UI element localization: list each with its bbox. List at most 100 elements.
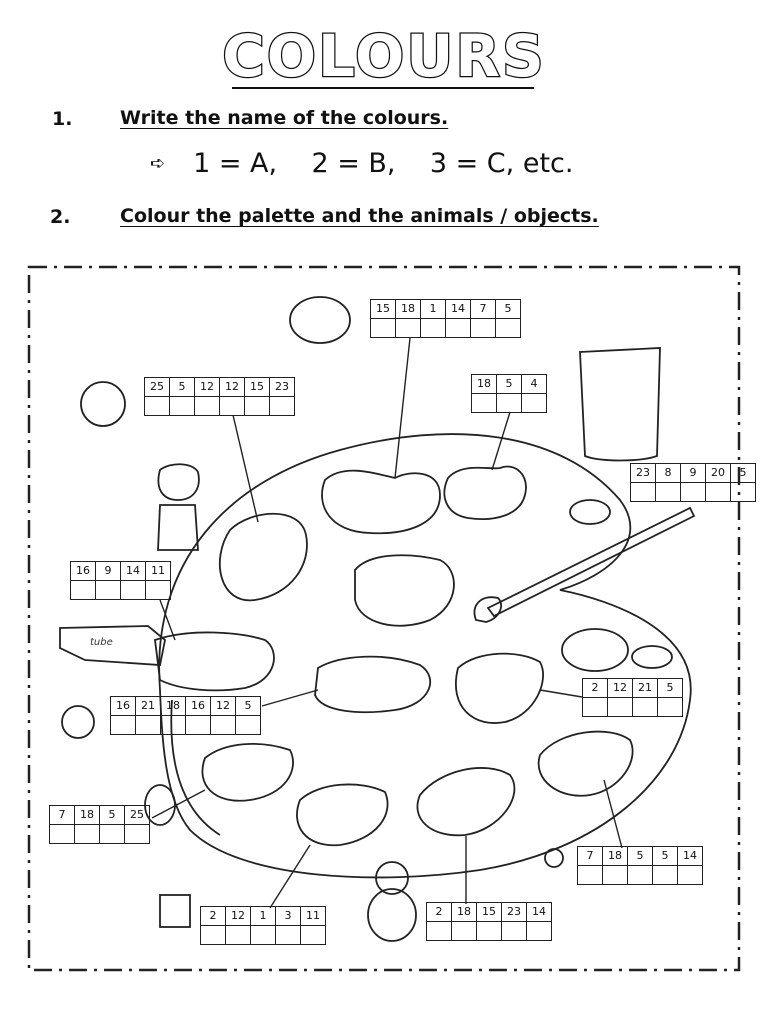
answer-cell[interactable]: [49, 824, 75, 844]
answer-cell[interactable]: [194, 396, 220, 416]
paint-well: [537, 730, 634, 797]
sun: [80, 381, 126, 427]
pumpkin: [289, 296, 351, 344]
answer-cell[interactable]: [655, 482, 681, 502]
paint-well: [201, 742, 294, 802]
page-title: COLOURS: [221, 21, 546, 92]
answer-cell[interactable]: [95, 580, 121, 600]
answer-cell[interactable]: [370, 318, 396, 338]
clover: [544, 848, 564, 868]
paint-well: [314, 655, 431, 714]
water-jar: [579, 347, 661, 462]
answer-cell[interactable]: [70, 580, 96, 600]
answer-cell[interactable]: [445, 318, 471, 338]
answer-cell[interactable]: [607, 697, 633, 717]
answer-cell[interactable]: [501, 921, 527, 941]
answer-cell[interactable]: [627, 865, 653, 885]
answer-cell[interactable]: [235, 715, 261, 735]
answer-cell[interactable]: [705, 482, 731, 502]
answer-cell[interactable]: [244, 396, 270, 416]
paint-well: [561, 628, 629, 672]
answer-cell[interactable]: [602, 865, 628, 885]
task1-instruction: Write the name of the colours.: [120, 107, 449, 129]
code-hint-text: 1 = A, 2 = B, 3 = C, etc.: [193, 148, 574, 179]
palette-outline: [158, 433, 692, 879]
answer-cell[interactable]: [110, 715, 136, 735]
paint-tube: [59, 625, 166, 666]
answer-cell[interactable]: [300, 925, 326, 945]
answer-cell[interactable]: [526, 921, 552, 941]
answer-cell[interactable]: [200, 925, 226, 945]
answer-cell[interactable]: [275, 925, 301, 945]
answer-cell[interactable]: [632, 697, 658, 717]
answer-cell[interactable]: [74, 824, 100, 844]
answer-cell[interactable]: [652, 865, 678, 885]
answer-cell[interactable]: [160, 715, 186, 735]
paint-well: [455, 652, 544, 724]
code-hint: ➪ 1 = A, 2 = B, 3 = C, etc.: [150, 148, 573, 179]
answer-cell[interactable]: [521, 393, 547, 413]
answer-cell[interactable]: [426, 921, 452, 941]
task1-number: 1.: [52, 108, 73, 130]
paintbrush: [486, 506, 696, 618]
answer-cell[interactable]: [470, 318, 496, 338]
answer-cell[interactable]: [250, 925, 276, 945]
brush-tip: [473, 596, 502, 623]
answer-cell[interactable]: [630, 482, 656, 502]
answer-cell[interactable]: [219, 396, 245, 416]
fish: [631, 645, 673, 669]
answer-cell[interactable]: [577, 865, 603, 885]
answer-cell[interactable]: [730, 482, 756, 502]
answer-cell[interactable]: [395, 318, 421, 338]
teddy-bear: [375, 861, 409, 895]
answer-cell[interactable]: [120, 580, 146, 600]
title-underline: [232, 87, 534, 89]
paint-well: [296, 783, 389, 847]
answer-cell[interactable]: [144, 396, 170, 416]
answer-cell[interactable]: [582, 697, 608, 717]
svg-text:tube: tube: [90, 637, 113, 648]
answer-cell[interactable]: [169, 396, 195, 416]
paint-well: [443, 465, 527, 520]
paint-well: [154, 631, 275, 692]
answer-cell[interactable]: [451, 921, 477, 941]
paint-well: [354, 554, 455, 627]
answer-cell[interactable]: [145, 580, 171, 600]
dashed-frame: [27, 265, 741, 972]
grapes: [61, 705, 95, 739]
pig: [157, 463, 200, 551]
task2-instruction: Colour the palette and the animals / obj…: [120, 205, 599, 227]
connector-lines: [151, 337, 623, 909]
answer-cell[interactable]: [99, 824, 125, 844]
answer-cell[interactable]: [420, 318, 446, 338]
answer-cell[interactable]: [185, 715, 211, 735]
arrow-icon: ➪: [150, 153, 166, 174]
goose: [569, 499, 611, 525]
answer-cell[interactable]: [269, 396, 295, 416]
answer-cell[interactable]: [476, 921, 502, 941]
answer-cell[interactable]: [496, 393, 522, 413]
answer-cell[interactable]: [495, 318, 521, 338]
answer-cell[interactable]: [210, 715, 236, 735]
answer-cell[interactable]: [471, 393, 497, 413]
answer-cell[interactable]: [225, 925, 251, 945]
answer-cell[interactable]: [677, 865, 703, 885]
answer-cell[interactable]: [680, 482, 706, 502]
answer-cell[interactable]: [657, 697, 683, 717]
task2-number: 2.: [50, 206, 71, 228]
ink-bottle: [159, 894, 191, 928]
answer-cell[interactable]: [124, 824, 150, 844]
answer-cell[interactable]: [135, 715, 161, 735]
